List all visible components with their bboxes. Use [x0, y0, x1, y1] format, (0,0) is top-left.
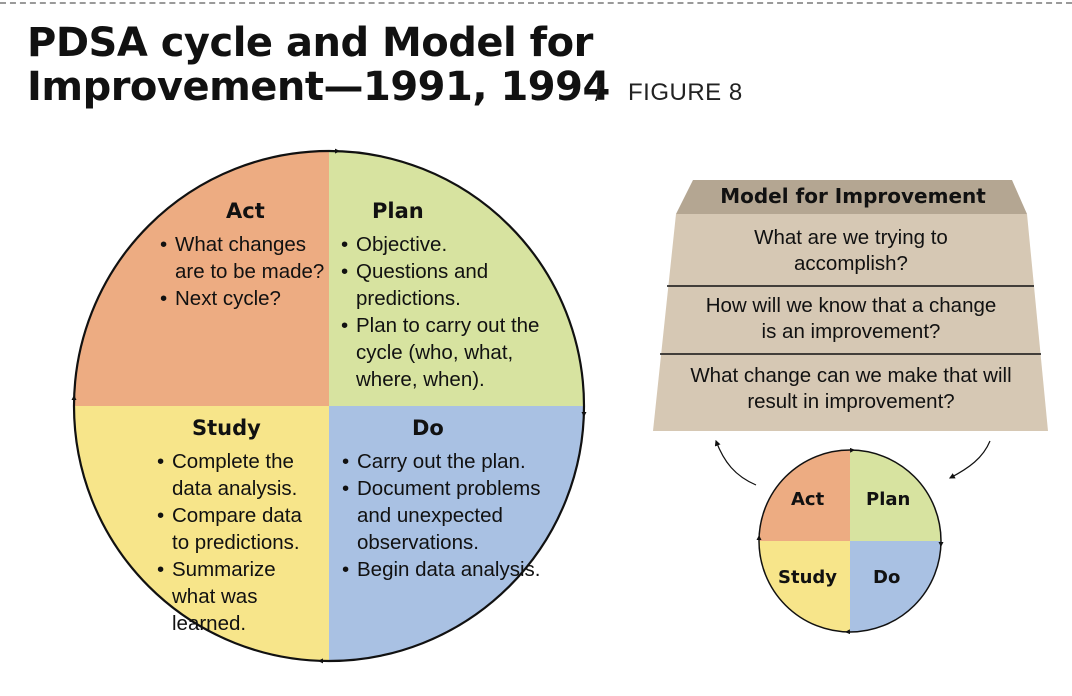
- small-do-label: Do: [873, 567, 901, 588]
- plan-bullet: Objective.: [339, 231, 571, 258]
- plan-bullet-list: Objective. Questions and predictions. Pl…: [339, 231, 571, 393]
- dashed-top-rule: [0, 2, 1072, 4]
- question-aim: What are we trying to accomplish?: [754, 226, 948, 275]
- connector-arrow-right-icon: [948, 440, 991, 479]
- pdsa-cycle: [71, 148, 587, 664]
- small-act-quadrant: [759, 450, 850, 541]
- model-header-band: [676, 180, 1027, 214]
- small-plan-label: Plan: [866, 489, 911, 510]
- study-bullet-list: Complete the data analysis. Compare data…: [155, 448, 323, 637]
- do-bullet: Carry out the plan.: [340, 448, 572, 475]
- study-bullet: Summarize what was learned.: [155, 556, 323, 637]
- small-study-label: Study: [778, 567, 838, 588]
- small-pdsa-cycle: [756, 447, 944, 635]
- do-bullet-list: Carry out the plan. Document problems an…: [340, 448, 572, 583]
- plan-heading: Plan: [372, 199, 424, 223]
- connector-arrow-left-icon: [714, 439, 757, 486]
- do-bullet: Begin data analysis.: [340, 556, 572, 583]
- model-title: Model for Improvement: [720, 184, 986, 208]
- small-do-quadrant: [850, 541, 941, 632]
- study-bullet: Compare data to predictions.: [155, 502, 323, 556]
- question-change: What change can we make that will result…: [690, 364, 1012, 413]
- act-bullet-list: What changes are to be made? Next cycle?: [158, 231, 330, 312]
- small-plan-quadrant: [850, 450, 941, 541]
- small-act-label: Act: [791, 489, 825, 510]
- do-bullet: Document problems and unexpected observa…: [340, 475, 572, 556]
- do-heading: Do: [412, 416, 444, 440]
- model-question-body: [653, 214, 1048, 431]
- study-bullet: Complete the data analysis.: [155, 448, 323, 502]
- study-heading: Study: [192, 416, 261, 440]
- small-study-quadrant: [759, 541, 850, 632]
- act-bullet: What changes are to be made?: [158, 231, 330, 285]
- act-bullet: Next cycle?: [158, 285, 330, 312]
- plan-bullet: Plan to carry out the cycle (who, what, …: [339, 312, 571, 393]
- figure-title-line-1: PDSA cycle and Model for: [27, 20, 593, 66]
- model-for-improvement: [653, 180, 1048, 431]
- title-separator: /: [595, 80, 602, 106]
- cycle-outline: [72, 149, 586, 663]
- figure-label: FIGURE 8: [628, 79, 743, 106]
- act-heading: Act: [226, 199, 265, 223]
- figure-title-line-2: Improvement—1991, 1994: [27, 64, 610, 110]
- plan-bullet: Questions and predictions.: [339, 258, 571, 312]
- question-measure: How will we know that a change is an imp…: [705, 294, 997, 343]
